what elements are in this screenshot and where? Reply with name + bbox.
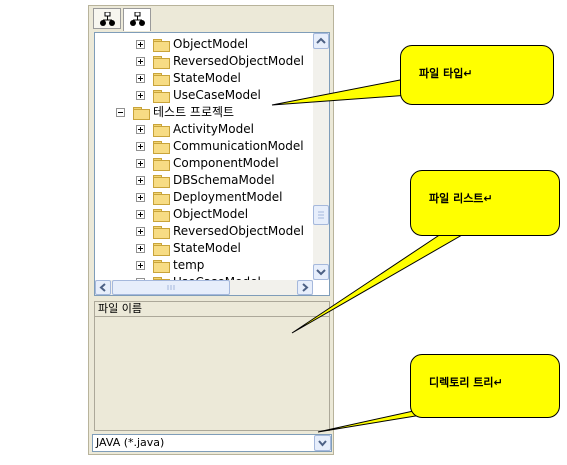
tree-item-label: ReversedObjectModel bbox=[173, 54, 304, 68]
scroll-thumb[interactable] bbox=[313, 205, 329, 225]
chevron-down-icon bbox=[316, 269, 326, 276]
tree-item-label: ObjectModel bbox=[173, 207, 249, 221]
tree-item-label: temp bbox=[173, 258, 205, 272]
scroll-down-button[interactable] bbox=[313, 264, 329, 280]
horizontal-scrollbar[interactable] bbox=[95, 280, 313, 295]
folder-icon bbox=[153, 226, 170, 239]
dropdown-button[interactable] bbox=[314, 435, 331, 451]
folder-icon bbox=[153, 192, 170, 205]
expand-icon[interactable] bbox=[136, 261, 145, 270]
chevron-up-icon bbox=[316, 37, 326, 44]
tree-item-label: DBSchemaModel bbox=[173, 173, 275, 187]
explorer-panel: ObjectModel ReversedObjectModel StateMod… bbox=[88, 5, 334, 455]
tab-bar bbox=[89, 6, 333, 31]
hierarchy-icon bbox=[130, 12, 145, 26]
callout-label: 디렉토리 트리↵ bbox=[429, 376, 503, 389]
callout-file-list: 파일 리스트↵ bbox=[410, 170, 560, 236]
expand-icon[interactable] bbox=[136, 176, 145, 185]
folder-icon bbox=[153, 90, 170, 103]
scroll-thumb[interactable] bbox=[112, 280, 230, 295]
folder-icon bbox=[153, 243, 170, 256]
tab-file-explorer[interactable] bbox=[123, 8, 151, 31]
file-list[interactable] bbox=[94, 317, 330, 431]
chevron-right-icon bbox=[302, 283, 309, 292]
expand-icon[interactable] bbox=[136, 91, 145, 100]
tree-item-label: 테스트 프로젝트 bbox=[153, 105, 235, 119]
folder-icon bbox=[153, 39, 170, 52]
expand-icon[interactable] bbox=[136, 159, 145, 168]
folder-icon bbox=[153, 158, 170, 171]
tree-item-label: DeploymentModel bbox=[173, 190, 283, 204]
scroll-left-button[interactable] bbox=[95, 280, 111, 295]
expand-icon[interactable] bbox=[136, 210, 145, 219]
collapse-icon[interactable] bbox=[116, 108, 125, 117]
scroll-right-button[interactable] bbox=[297, 280, 313, 295]
folder-icon bbox=[153, 124, 170, 137]
file-list-header[interactable]: 파일 이름 bbox=[94, 301, 330, 317]
chevron-left-icon bbox=[99, 283, 106, 292]
expand-icon[interactable] bbox=[136, 227, 145, 236]
folder-icon bbox=[153, 56, 170, 69]
file-type-select[interactable]: JAVA (*.java) bbox=[92, 434, 332, 452]
expand-icon[interactable] bbox=[136, 57, 145, 66]
folder-icon bbox=[153, 175, 170, 188]
tree-item-label: ActivityModel bbox=[173, 122, 254, 136]
tree-item-label: StateModel bbox=[173, 241, 241, 255]
callout-file-type: 파일 타입↵ bbox=[400, 45, 554, 105]
tree-item-label: CommunicationModel bbox=[173, 139, 304, 153]
tree-item-label: StateModel bbox=[173, 71, 241, 85]
tab-model-explorer[interactable] bbox=[93, 8, 121, 29]
tree-item-label: UseCaseModel bbox=[173, 88, 261, 102]
folder-icon bbox=[153, 73, 170, 86]
tree-item-label: ReversedObjectModel bbox=[173, 224, 304, 238]
expand-icon[interactable] bbox=[136, 40, 145, 49]
expand-icon[interactable] bbox=[136, 244, 145, 253]
expand-icon[interactable] bbox=[136, 125, 145, 134]
expand-icon[interactable] bbox=[136, 142, 145, 151]
chevron-down-icon bbox=[318, 440, 327, 447]
hierarchy-icon bbox=[100, 12, 115, 26]
scroll-up-button[interactable] bbox=[313, 33, 329, 49]
expand-icon[interactable] bbox=[136, 74, 145, 83]
tree-item-label: ObjectModel bbox=[173, 37, 249, 51]
callout-label: 파일 타입↵ bbox=[419, 67, 473, 80]
tree-item-label: ComponentModel bbox=[173, 156, 279, 170]
expand-icon[interactable] bbox=[136, 193, 145, 202]
callout-label: 파일 리스트↵ bbox=[429, 192, 493, 205]
folder-icon bbox=[153, 209, 170, 222]
callout-directory-tree: 디렉토리 트리↵ bbox=[410, 354, 560, 418]
folder-icon bbox=[133, 107, 150, 120]
file-type-value: JAVA (*.java) bbox=[96, 436, 165, 449]
folder-icon bbox=[153, 260, 170, 273]
directory-tree[interactable]: ObjectModel ReversedObjectModel StateMod… bbox=[94, 32, 330, 296]
folder-icon bbox=[153, 141, 170, 154]
